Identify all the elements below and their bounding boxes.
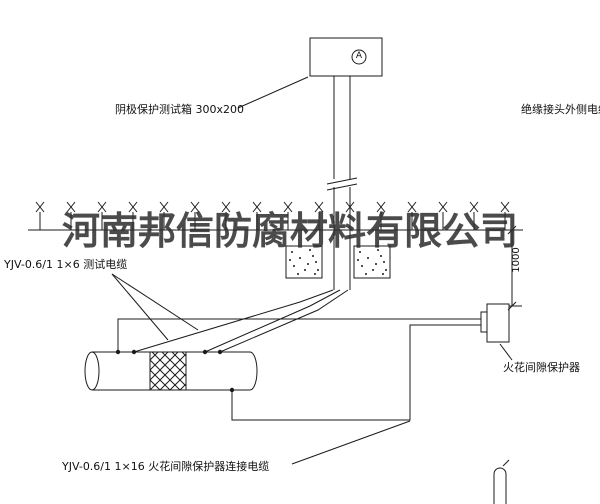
dimension-value: 1000 [511,247,522,273]
label-test-box: 阴极保护测试箱 300x200 [115,103,244,116]
pipe-break-mark [326,177,358,185]
pipeline [84,349,258,393]
pipe-end-cap-left [84,351,100,391]
protector-body [486,303,510,343]
test-cable-leader [111,273,199,331]
protector-cables [117,318,481,465]
test-box-leader [237,76,309,109]
dimension-tick [507,225,517,235]
test-box-outline [309,37,383,77]
dimension-1000 [507,225,522,311]
test-cable-leader [111,273,169,341]
pipe-break-mark [326,183,358,191]
cable-weld-dots [115,349,235,393]
connect-cable-leader [291,420,411,465]
conduit-riser [326,76,358,290]
pipe-end-cap-right [249,351,258,391]
ground-line [28,201,523,231]
concrete-stipple [289,249,387,275]
protector-leader [499,343,513,361]
insulating-joint-hatch [149,351,187,391]
ammeter-letter: A [355,51,363,61]
test-cables [111,273,349,353]
label-connect-cable: YJV-0.6/1 1×16 火花间隙保护器连接电缆 [62,460,270,473]
test-box [237,37,383,109]
ammeter-symbol [351,49,367,65]
label-outer-cable: 绝缘接头外侧电缆 [521,103,600,116]
pipe-stub-symbol [493,459,510,504]
concrete-blocks [285,245,391,279]
spark-gap-protector [480,303,513,361]
label-test-cable: YJV-0.6/1 1×6 测试电缆 [4,258,128,271]
label-spark-gap-protector: 火花间隙保护器 [503,361,580,374]
protector-terminal [480,311,488,333]
